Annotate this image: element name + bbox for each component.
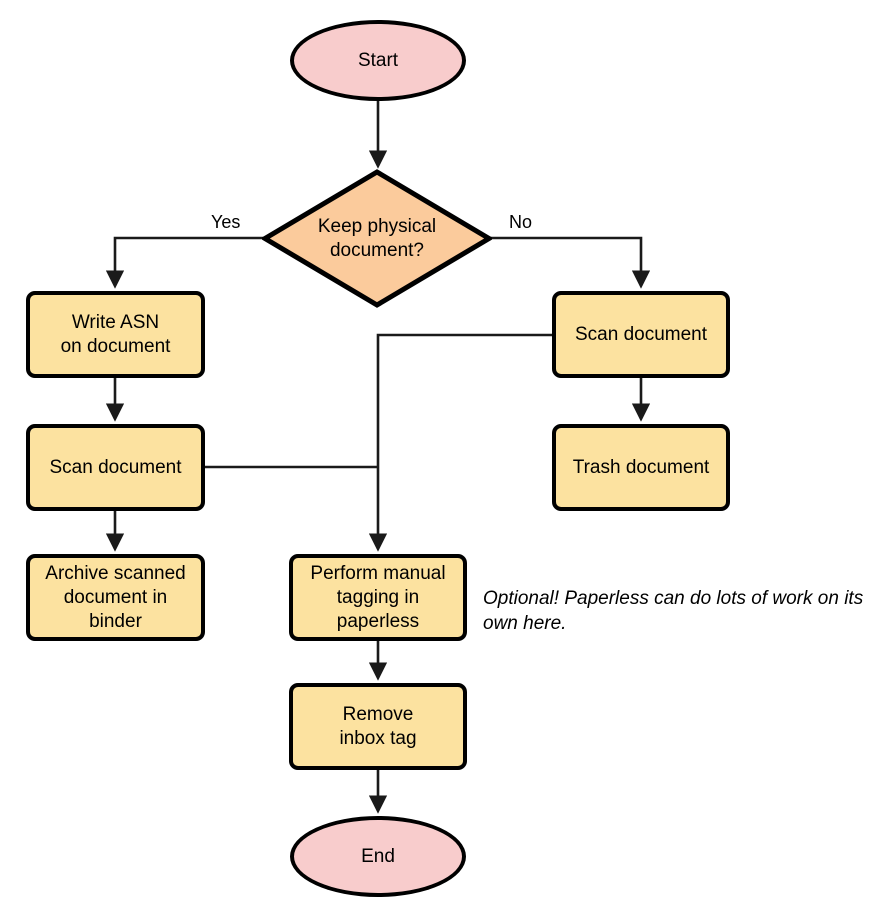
node-decision-keep-physical-document[interactable]: Keep physical document?: [262, 169, 492, 308]
node-archive-label: Archive scanned document in binder: [45, 562, 186, 632]
node-scan-document-left-label: Scan document: [49, 456, 182, 478]
node-remove-inbox-tag[interactable]: Remove inbox tag: [289, 683, 467, 770]
edge-decision-no-to-scan-right: [490, 236, 651, 289]
node-start-label: Start: [357, 49, 399, 71]
node-manual-tagging-label: Perform manual tagging in paperless: [310, 562, 446, 632]
node-trash-document[interactable]: Trash document: [552, 424, 730, 511]
node-remove-inbox-tag-label: Remove inbox tag: [339, 703, 417, 749]
node-scan-document-right-label: Scan document: [574, 323, 708, 345]
node-scan-document-left[interactable]: Scan document: [26, 424, 205, 511]
edge-label-yes: Yes: [211, 212, 241, 232]
node-perform-manual-tagging[interactable]: Perform manual tagging in paperless: [289, 554, 467, 641]
edge-label-no: No: [509, 212, 533, 232]
node-decision-label: Keep physical document?: [317, 215, 437, 261]
node-write-asn-label: Write ASN on document: [60, 311, 171, 357]
edge-scan-right-to-manual-tagging: [368, 333, 552, 552]
node-end[interactable]: End: [290, 816, 466, 897]
node-scan-document-right[interactable]: Scan document: [552, 291, 730, 378]
edge-decision-yes-to-write-asn: [105, 236, 264, 289]
node-trash-document-label: Trash document: [572, 456, 710, 478]
diamond-shape: [262, 169, 492, 308]
node-start[interactable]: Start: [290, 20, 466, 101]
annotation-optional-note: Optional! Paperless can do lots of work …: [483, 588, 864, 634]
node-write-asn-on-document[interactable]: Write ASN on document: [26, 291, 205, 378]
node-end-label: End: [361, 845, 395, 867]
node-archive-scanned-document[interactable]: Archive scanned document in binder: [26, 554, 205, 641]
